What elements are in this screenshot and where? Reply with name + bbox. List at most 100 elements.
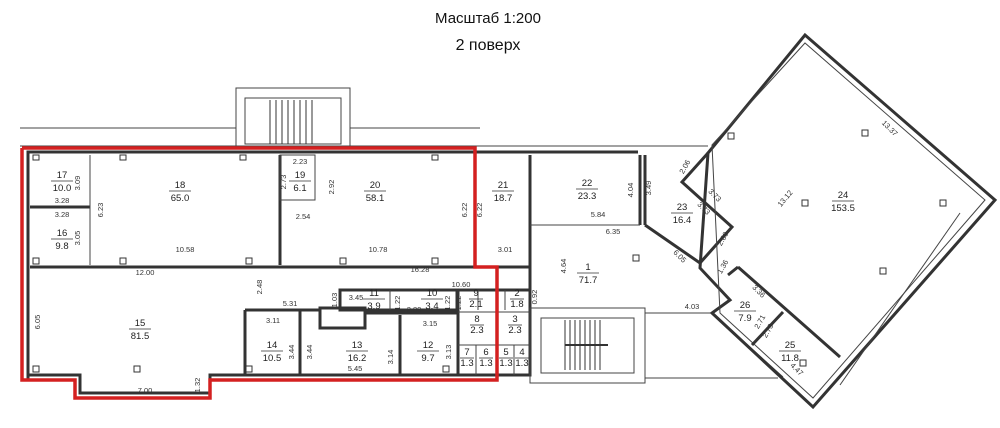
room-number: 22 bbox=[582, 178, 593, 189]
room-number: 2 bbox=[514, 288, 519, 299]
room-area: 1.3 bbox=[499, 358, 512, 369]
dimension-label: 6.23 bbox=[96, 203, 105, 218]
room-number: 19 bbox=[295, 170, 306, 181]
columns bbox=[32, 129, 947, 373]
room-26: 267.9 bbox=[734, 300, 756, 324]
room-23: 23 16.4 bbox=[671, 202, 693, 226]
room-area: 153.5 bbox=[831, 203, 855, 214]
dimension-label: 3.28 bbox=[55, 210, 70, 219]
room-area: 2.1 bbox=[469, 299, 482, 310]
room-4: 41.3 bbox=[515, 347, 529, 369]
dimension-label: 4.64 bbox=[559, 259, 568, 274]
room-area: 23.3 bbox=[578, 191, 597, 202]
room-number: 11 bbox=[369, 288, 379, 299]
room-10: 103.4 bbox=[421, 288, 443, 312]
room-15: 15 81.5 bbox=[129, 318, 151, 342]
room-number: 17 bbox=[57, 170, 68, 181]
room-labels: 171.721.832.341.351.361.371.382.392.1103… bbox=[51, 170, 855, 369]
dimension-label: 6.35 bbox=[606, 227, 621, 236]
dimension-label: 2.23 bbox=[293, 157, 308, 166]
room-number: 9 bbox=[473, 288, 478, 299]
dimension-label: 3.44 bbox=[287, 345, 296, 360]
dimension-label: 10.58 bbox=[176, 245, 195, 254]
walls bbox=[20, 32, 998, 410]
stairs-top bbox=[269, 100, 313, 144]
room-area: 65.0 bbox=[171, 193, 190, 204]
room-number: 14 bbox=[267, 340, 278, 351]
dimension-label: 6.05 bbox=[671, 248, 688, 265]
room-number: 24 bbox=[838, 190, 849, 201]
dimension-label: 5.84 bbox=[591, 210, 606, 219]
dimension-label: 0.92 bbox=[530, 290, 539, 305]
room-area: 6.1 bbox=[293, 183, 306, 194]
room-number: 15 bbox=[135, 318, 146, 329]
dimension-label: 1.22 bbox=[393, 296, 402, 311]
room-area: 1.3 bbox=[479, 358, 492, 369]
dimension-label: 3.14 bbox=[386, 350, 395, 365]
room-21: 21 18.7 bbox=[492, 180, 514, 204]
dimension-label: 2.54 bbox=[296, 212, 311, 221]
room-7: 71.3 bbox=[460, 347, 474, 369]
dimension-label: 3.05 bbox=[73, 231, 82, 246]
room-8: 82.3 bbox=[470, 314, 484, 336]
room-number: 16 bbox=[57, 228, 68, 239]
room-9: 92.1 bbox=[469, 288, 483, 310]
dimension-label: 2.73 bbox=[279, 175, 288, 190]
room-area: 1.3 bbox=[460, 358, 473, 369]
room-area: 3.9 bbox=[367, 301, 380, 312]
dimension-label: 4.03 bbox=[685, 302, 700, 311]
room-5: 51.3 bbox=[499, 347, 513, 369]
room-area: 9.8 bbox=[55, 241, 68, 252]
dimension-label: 2.92 bbox=[327, 180, 336, 195]
dimension-label: 13.37 bbox=[880, 118, 900, 138]
dimension-label: 1.03 bbox=[330, 293, 339, 308]
room-11: 113.9 bbox=[363, 288, 385, 312]
room-area: 81.5 bbox=[131, 331, 150, 342]
room-number: 5 bbox=[503, 347, 508, 358]
dimension-label: 3.11 bbox=[266, 316, 280, 325]
room-22: 22 23.3 bbox=[576, 178, 598, 202]
room-18: 18 65.0 bbox=[169, 180, 191, 204]
room-number: 26 bbox=[740, 300, 751, 311]
room-area: 3.4 bbox=[425, 301, 438, 312]
room-area: 18.7 bbox=[494, 193, 513, 204]
room-number: 23 bbox=[677, 202, 688, 213]
room-12: 129.7 bbox=[417, 340, 439, 364]
dimension-label: 5.31 bbox=[283, 299, 298, 308]
dimension-label: 4.04 bbox=[626, 183, 635, 198]
highlighted-area-outline bbox=[20, 146, 499, 400]
dimension-label: 3.49 bbox=[644, 181, 653, 196]
dimension-label: 3.45 bbox=[349, 293, 364, 302]
room-area: 16.2 bbox=[348, 353, 367, 364]
room-area: 58.1 bbox=[366, 193, 385, 204]
dimension-label: 3.44 bbox=[305, 345, 314, 360]
dimension-label: 16.28 bbox=[411, 265, 430, 274]
room-number: 10 bbox=[427, 288, 438, 299]
room-number: 25 bbox=[785, 340, 796, 351]
dimension-label: 6.22 bbox=[475, 203, 484, 218]
room-area: 16.4 bbox=[673, 215, 692, 226]
dimension-label: 3.13 bbox=[444, 345, 453, 360]
room-number: 3 bbox=[512, 314, 517, 325]
dimension-label: 2.48 bbox=[255, 280, 264, 295]
room-16: 169.8 bbox=[51, 228, 73, 252]
room-24: 24 153.5 bbox=[831, 190, 855, 214]
dimension-label: 1.22 bbox=[454, 296, 463, 311]
room-2: 21.8 bbox=[510, 288, 524, 310]
room-3: 32.3 bbox=[508, 314, 522, 336]
dimension-label: 3.01 bbox=[498, 245, 513, 254]
dimension-label: 3.28 bbox=[55, 196, 70, 205]
room-number: 21 bbox=[498, 180, 509, 191]
room-number: 12 bbox=[423, 340, 434, 351]
room-area: 1.8 bbox=[510, 299, 523, 310]
room-6: 61.3 bbox=[479, 347, 493, 369]
room-number: 18 bbox=[175, 180, 186, 191]
room-number: 1 bbox=[585, 262, 590, 273]
dimension-label: 6.05 bbox=[33, 315, 42, 330]
